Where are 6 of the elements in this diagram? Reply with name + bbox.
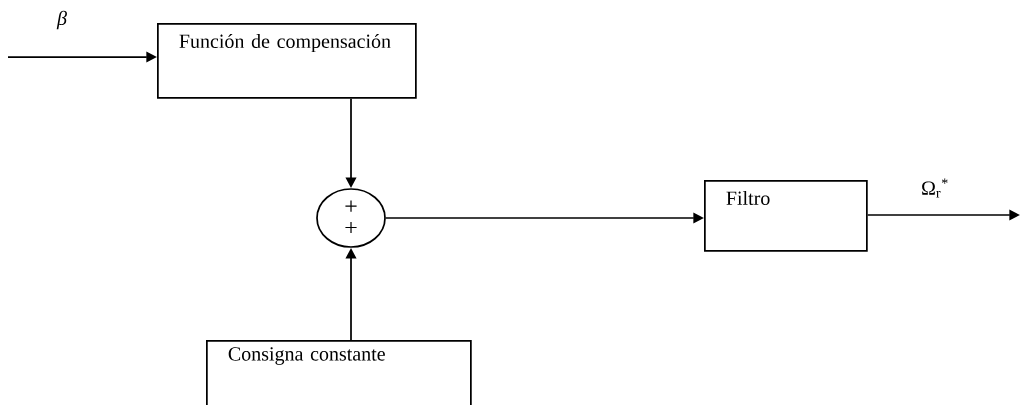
block-box: Función de compensación [157,23,417,99]
block-box: Consigna constante [206,340,472,405]
summing-junction: + + [316,188,386,248]
block-box: Filtro [704,180,868,252]
edge-label: β [55,9,69,31]
edge-label: Ω$_{r}$* [919,177,951,199]
